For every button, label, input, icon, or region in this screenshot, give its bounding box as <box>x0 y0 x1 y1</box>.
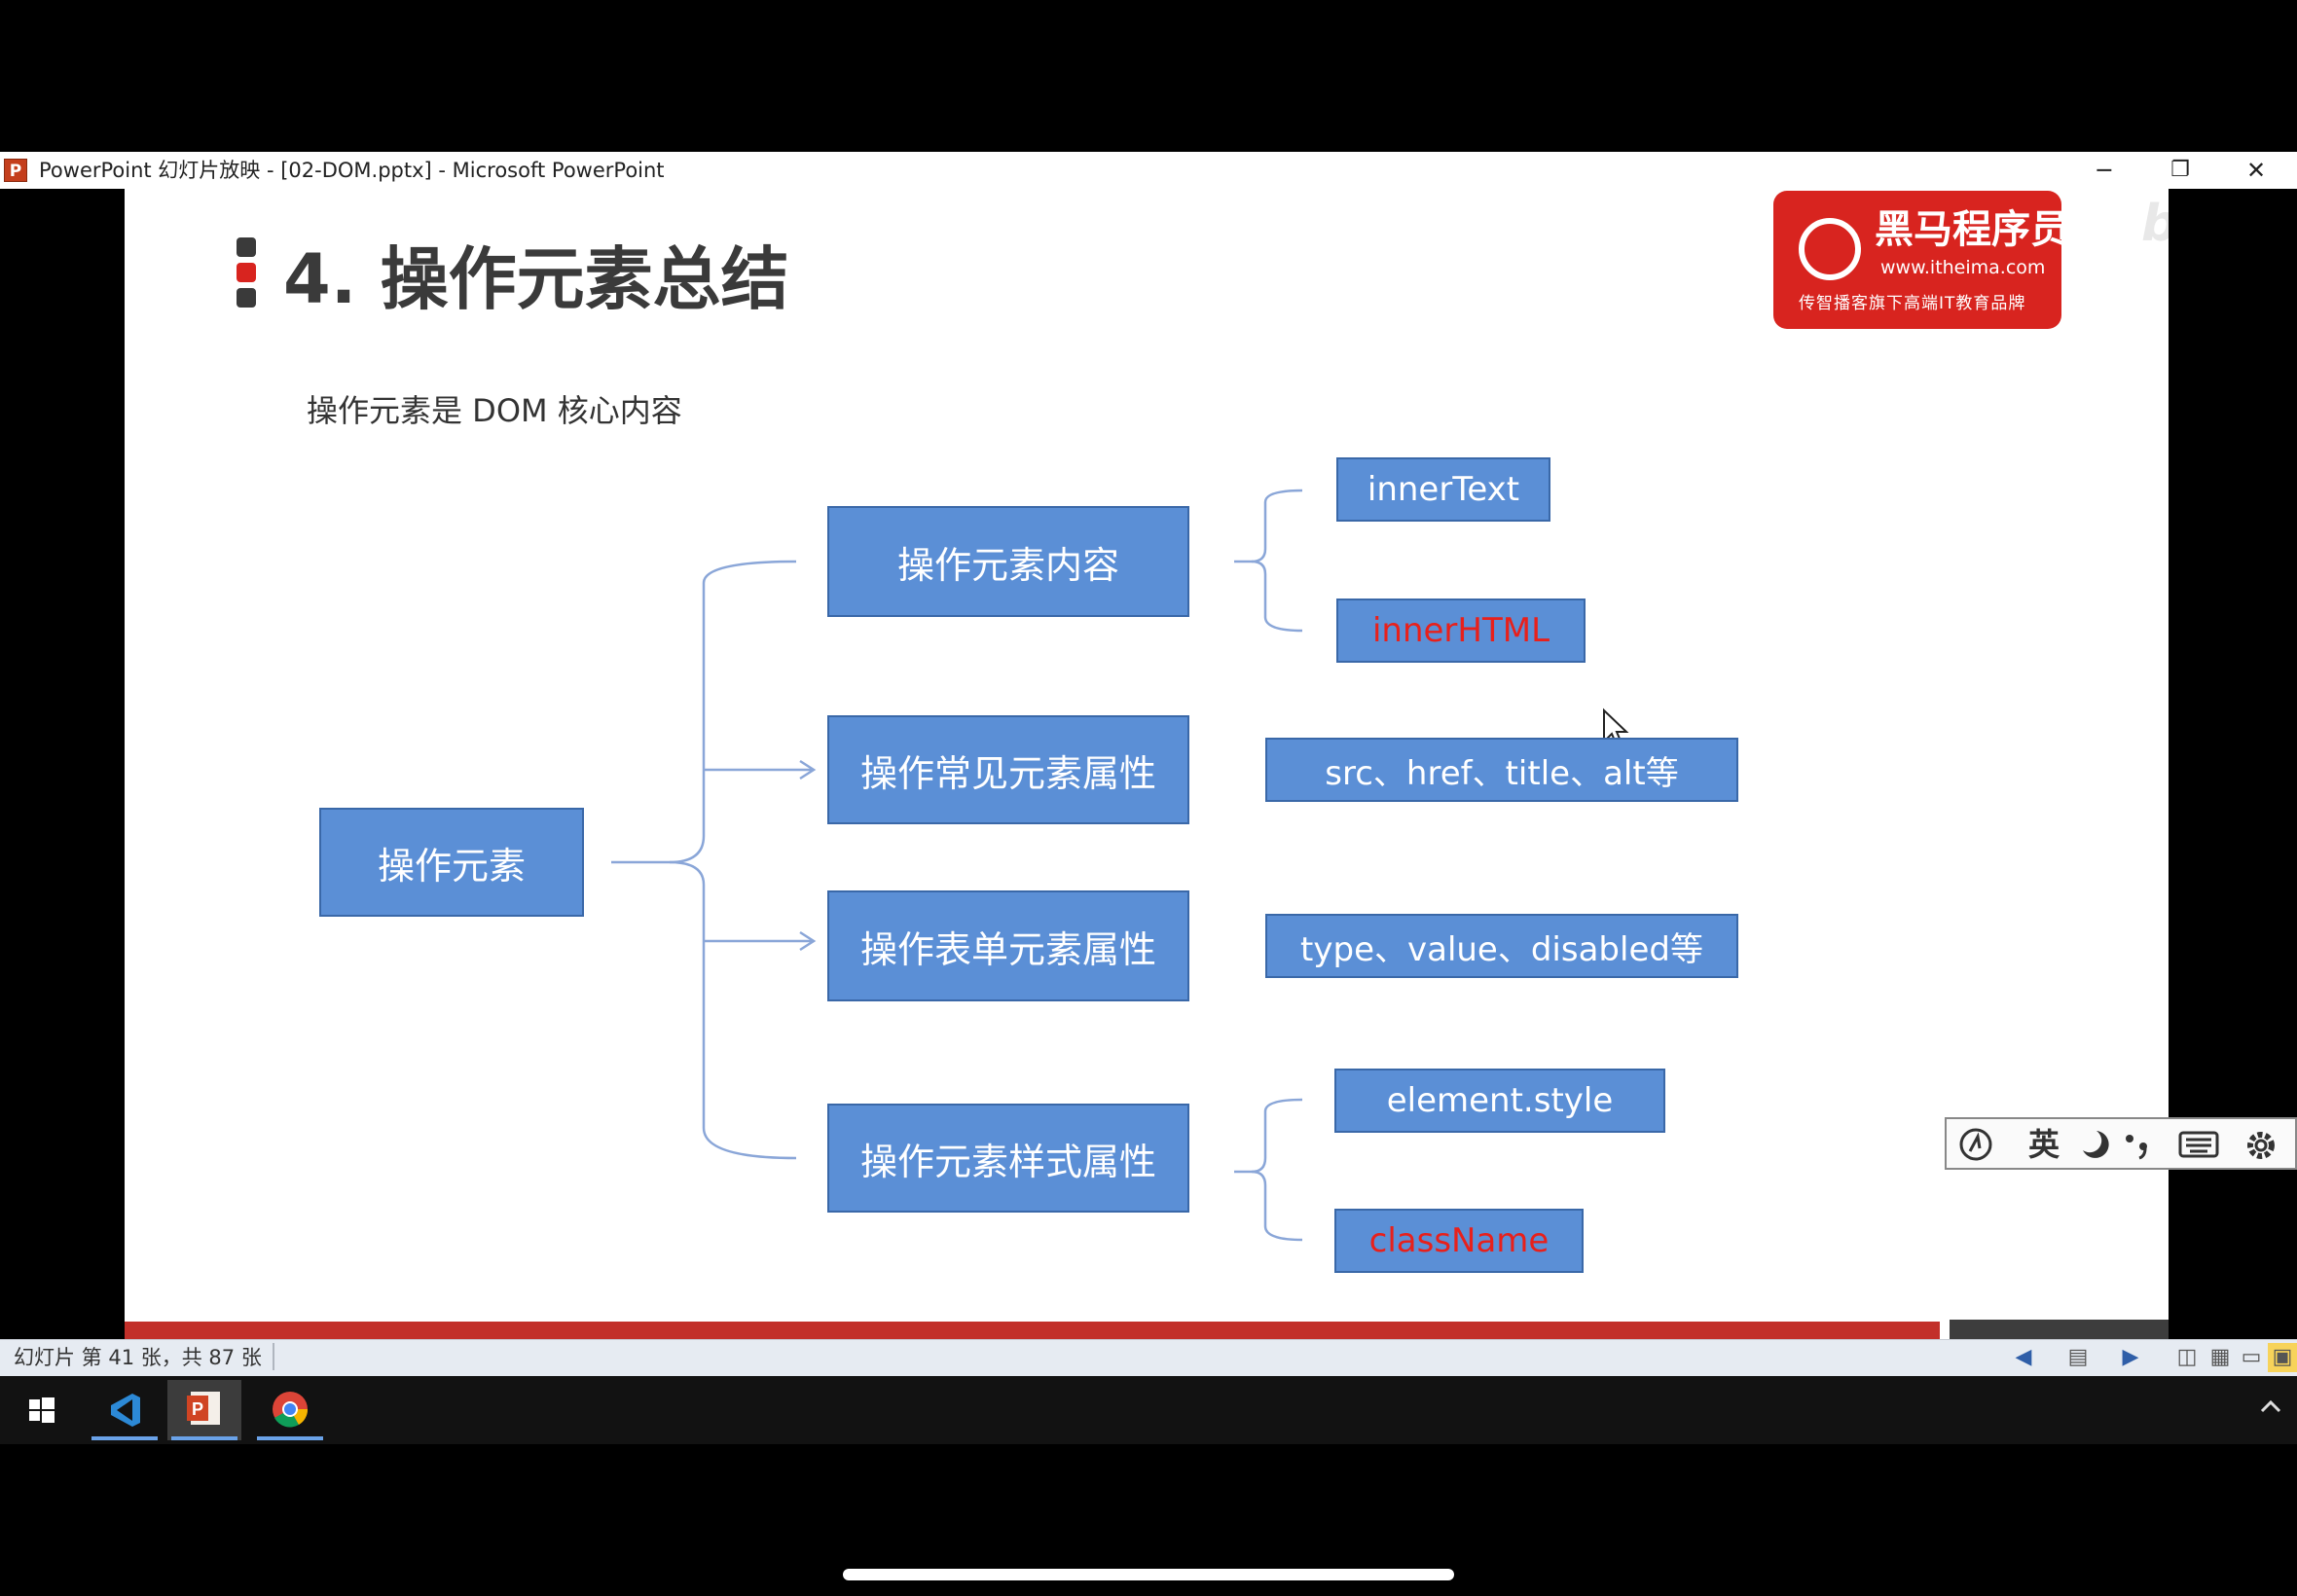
logo-url: www.itheima.com <box>1880 257 2046 278</box>
reading-view-icon[interactable]: ▭ <box>2241 1345 2262 1369</box>
powerpoint-app-icon[interactable]: P <box>4 159 27 182</box>
arrow-form-head <box>799 930 817 952</box>
node-element-style: element.style <box>1334 1069 1665 1133</box>
slide-footer-bar <box>125 1322 1940 1339</box>
minimize-button[interactable]: ─ <box>2096 157 2112 184</box>
node-classname: className <box>1334 1209 1584 1273</box>
keyboard-icon[interactable] <box>2178 1129 2219 1160</box>
root-brace <box>611 560 797 864</box>
powerpoint-icon[interactable]: P <box>167 1380 241 1440</box>
home-indicator[interactable] <box>843 1569 1454 1580</box>
powerpoint-running-indicator <box>171 1436 237 1440</box>
window-title: PowerPoint 幻灯片放映 - [02-DOM.pptx] - Micro… <box>39 159 665 182</box>
punctuation-icon[interactable] <box>2122 1127 2155 1162</box>
style-brace-lower <box>1251 1170 1303 1242</box>
normal-view-icon[interactable]: ◫ <box>2176 1345 2198 1369</box>
chrome-running-indicator <box>257 1436 323 1440</box>
content-brace-lower <box>1251 560 1303 633</box>
style-brace <box>1234 1098 1303 1174</box>
restore-button[interactable]: ❐ <box>2170 158 2190 182</box>
slideshow-view-icon[interactable]: ▣ <box>2268 1343 2297 1372</box>
next-slide-icon[interactable]: ▶ <box>2122 1345 2139 1369</box>
logo-name: 黑马程序员 <box>1875 207 2069 252</box>
windows-start-icon[interactable] <box>4 1380 78 1440</box>
slide-letterbox-left <box>0 189 125 1339</box>
diagram-connectors <box>611 489 1629 1242</box>
ime-logo-icon[interactable] <box>1956 1125 1999 1164</box>
ime-lang-toggle[interactable]: 英 <box>2028 1126 2060 1163</box>
node-common-attrs: src、href、title、alt等 <box>1265 738 1738 802</box>
vscode-icon[interactable] <box>88 1380 162 1440</box>
chevron-up-icon[interactable] <box>2256 1392 2285 1421</box>
slide-title: 4. 操作元素总结 <box>283 239 789 319</box>
title-marker-bottom <box>237 288 256 308</box>
svg-text:P: P <box>192 1399 203 1419</box>
chrome-icon[interactable] <box>253 1380 327 1440</box>
node-root: 操作元素 <box>319 808 584 917</box>
slide-footer-block <box>1950 1320 2169 1339</box>
logo-tagline: 传智播客旗下高端IT教育品牌 <box>1799 294 2026 313</box>
itheima-horse-icon <box>1799 218 1861 280</box>
content-brace <box>1234 489 1303 563</box>
status-bar <box>0 1339 2297 1377</box>
close-button[interactable]: ✕ <box>2245 157 2267 184</box>
bilibili-watermark: bilibili <box>2141 195 2169 253</box>
previous-slide-icon[interactable]: ◀ <box>2015 1345 2032 1369</box>
node-innerhtml: innerHTML <box>1336 598 1586 663</box>
title-marker-middle <box>237 263 256 282</box>
status-divider <box>273 1343 274 1370</box>
ime-toolbar: 英 <box>1945 1117 2297 1170</box>
node-branch-attrs: 操作常见元素属性 <box>827 715 1189 824</box>
arrow-attrs-head <box>799 759 817 780</box>
node-innertext: innerText <box>1336 457 1550 522</box>
moon-icon[interactable] <box>2077 1127 2110 1162</box>
title-marker-top <box>237 237 256 257</box>
node-branch-style: 操作元素样式属性 <box>827 1104 1189 1213</box>
slide-menu-icon[interactable]: ▤ <box>2067 1345 2089 1369</box>
slide-canvas[interactable]: 4. 操作元素总结 操作元素是 DOM 核心内容 黑马程序员 www.ithei… <box>125 189 2169 1339</box>
slide-sorter-icon[interactable]: ▦ <box>2209 1345 2231 1369</box>
slide-counter: 幻灯片 第 41 张，共 87 张 <box>14 1346 262 1369</box>
itheima-logo: 黑马程序员 www.itheima.com 传智播客旗下高端IT教育品牌 <box>1773 191 2069 329</box>
node-form-attrs: type、value、disabled等 <box>1265 914 1738 978</box>
root-brace-lower <box>669 860 797 1160</box>
node-branch-form: 操作表单元素属性 <box>827 890 1189 1001</box>
slide-subtitle: 操作元素是 DOM 核心内容 <box>307 392 682 429</box>
taskbar <box>0 1376 2297 1444</box>
node-branch-content: 操作元素内容 <box>827 506 1189 617</box>
settings-icon[interactable] <box>2242 1127 2279 1164</box>
window-title-bar <box>0 152 2297 189</box>
vscode-running-indicator <box>91 1436 158 1440</box>
